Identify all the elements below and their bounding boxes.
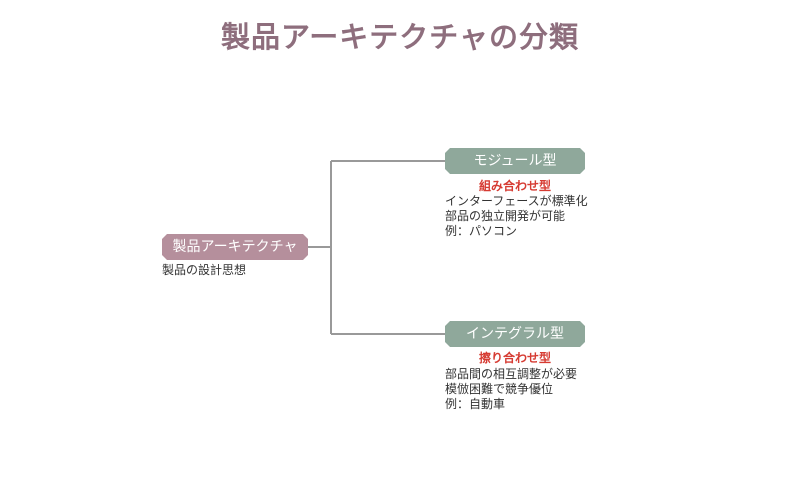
root-node: 製品アーキテクチャ: [162, 234, 308, 260]
point-item: 部品の独立開発が可能: [445, 209, 566, 223]
diagram-title: 製品アーキテクチャの分類: [221, 20, 579, 54]
branch-subtitle-modular: 組み合わせ型: [478, 179, 551, 193]
point-item: 部品間の相互調整が必要: [445, 367, 578, 381]
point-item: 例：パソコン: [445, 224, 518, 238]
point-item: インターフェースが標準化: [445, 194, 588, 208]
branch-node-modular: モジュール型: [445, 148, 585, 174]
branch-points-modular: インターフェースが標準化 部品の独立開発が可能 例：パソコン: [445, 194, 588, 239]
branch-points-integral: 部品間の相互調整が必要 模倣困難で競争優位 例：自動車: [445, 367, 577, 412]
root-note: 製品の設計思想: [162, 263, 247, 277]
point-item: 模倣困難で競争優位: [445, 382, 554, 396]
point-item: 例：自動車: [445, 397, 506, 411]
branch-node-integral: インテグラル型: [445, 321, 585, 347]
branch-subtitle-integral: 擦り合わせ型: [478, 351, 551, 365]
